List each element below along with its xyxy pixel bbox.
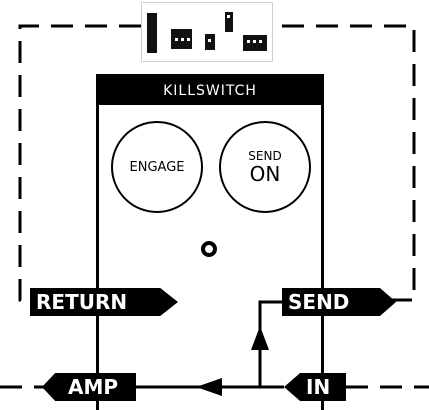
send-on-label-top: SEND [248, 148, 282, 163]
effects-pedals-icon [141, 2, 273, 62]
engage-button[interactable]: ENGAGE [111, 121, 203, 213]
pedal-title: KILLSWITCH [99, 77, 321, 105]
up-arrow-icon [251, 326, 269, 350]
send-on-label-bottom: ON [249, 161, 281, 186]
return-jack-label: RETURN [30, 288, 178, 316]
pedal-shape [225, 12, 233, 32]
pedal-shape [147, 13, 157, 53]
engage-label: ENGAGE [129, 159, 185, 175]
effects-loop-dashed-line [18, 24, 416, 302]
send-jack-label: SEND [282, 288, 396, 316]
send-on-button[interactable]: SEND ON [219, 121, 311, 213]
left-arrow-icon [196, 378, 222, 396]
killswitch-pedal: KILLSWITCH ENGAGE SEND ON [96, 74, 324, 410]
amp-jack-label: AMP [42, 373, 136, 401]
in-to-send-line [258, 300, 282, 387]
led-indicator-icon [201, 241, 217, 257]
